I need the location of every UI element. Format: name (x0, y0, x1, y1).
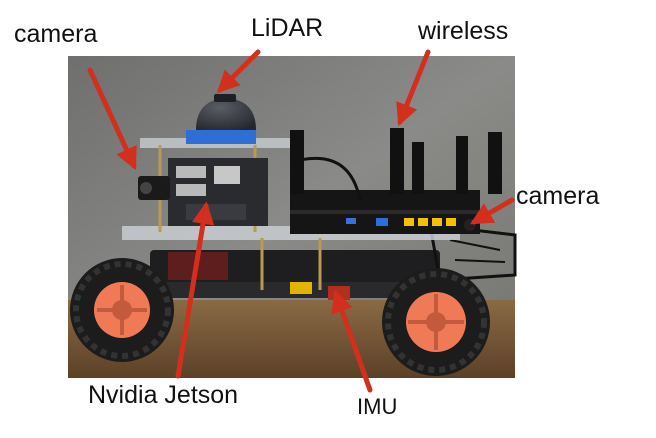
label-lidar: LiDAR (251, 14, 324, 42)
connector-yellow (290, 282, 312, 294)
router-usb (346, 218, 356, 224)
label-wireless: wireless (418, 17, 509, 45)
lidar-top (214, 94, 236, 102)
ethernet-port (214, 166, 240, 184)
usb-port (176, 184, 206, 196)
lidar-dome (196, 98, 256, 130)
lidar-mount (186, 130, 256, 144)
annotation-arrows (87, 49, 515, 393)
router-antennas (290, 128, 502, 194)
cable (299, 156, 362, 201)
label-camera-left: camera (14, 20, 98, 48)
arrow-jetson (175, 201, 215, 379)
usb-port (176, 166, 206, 178)
router-ports (404, 218, 456, 226)
arrow-imu (331, 289, 373, 393)
arrow-camera-right (470, 197, 515, 225)
front-left-wheel (70, 258, 174, 362)
arrow-lidar (216, 49, 261, 94)
label-camera-right: camera (516, 182, 600, 210)
rear-right-wheel (382, 268, 490, 376)
arrow-wireless (396, 49, 431, 127)
heatsink (186, 204, 246, 220)
router-blue-port (376, 218, 388, 226)
label-nvidia-jetson: Nvidia Jetson (88, 381, 239, 409)
robot-photo (68, 56, 517, 378)
rear-frame (428, 223, 517, 282)
arrow-camera-left (87, 67, 137, 171)
left-camera-lens (140, 182, 152, 194)
rear-frame-bars (449, 239, 506, 263)
label-imu: IMU (357, 394, 398, 419)
